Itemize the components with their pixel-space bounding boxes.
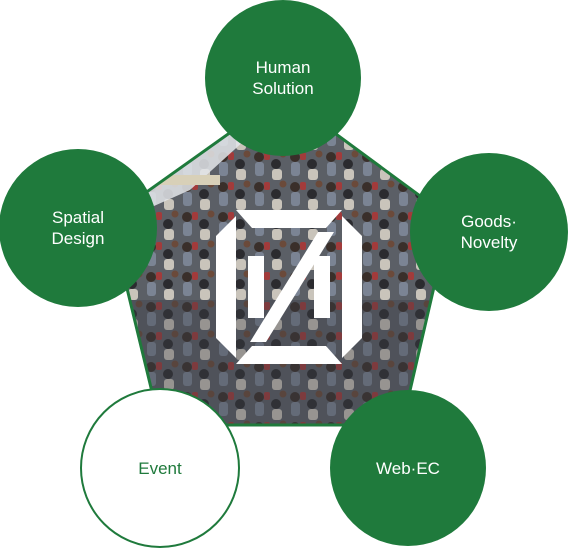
- circle-human-solution: Human Solution: [205, 0, 361, 156]
- circle-label-spatial-design: Spatial Design: [51, 208, 105, 248]
- circle-goods-novelty: Goods· Novelty: [410, 153, 568, 311]
- circle-web-ec: Web·EC: [330, 390, 486, 546]
- circle-label-web-ec: Web·EC: [376, 458, 440, 478]
- circle-event: Event: [80, 388, 240, 548]
- circle-label-event: Event: [138, 458, 182, 478]
- circle-label-goods-novelty: Goods· Novelty: [460, 212, 518, 252]
- circle-label-human-solution: Human Solution: [252, 58, 314, 98]
- circle-spatial-design: Spatial Design: [0, 149, 157, 307]
- z-mark-logo: [216, 210, 362, 364]
